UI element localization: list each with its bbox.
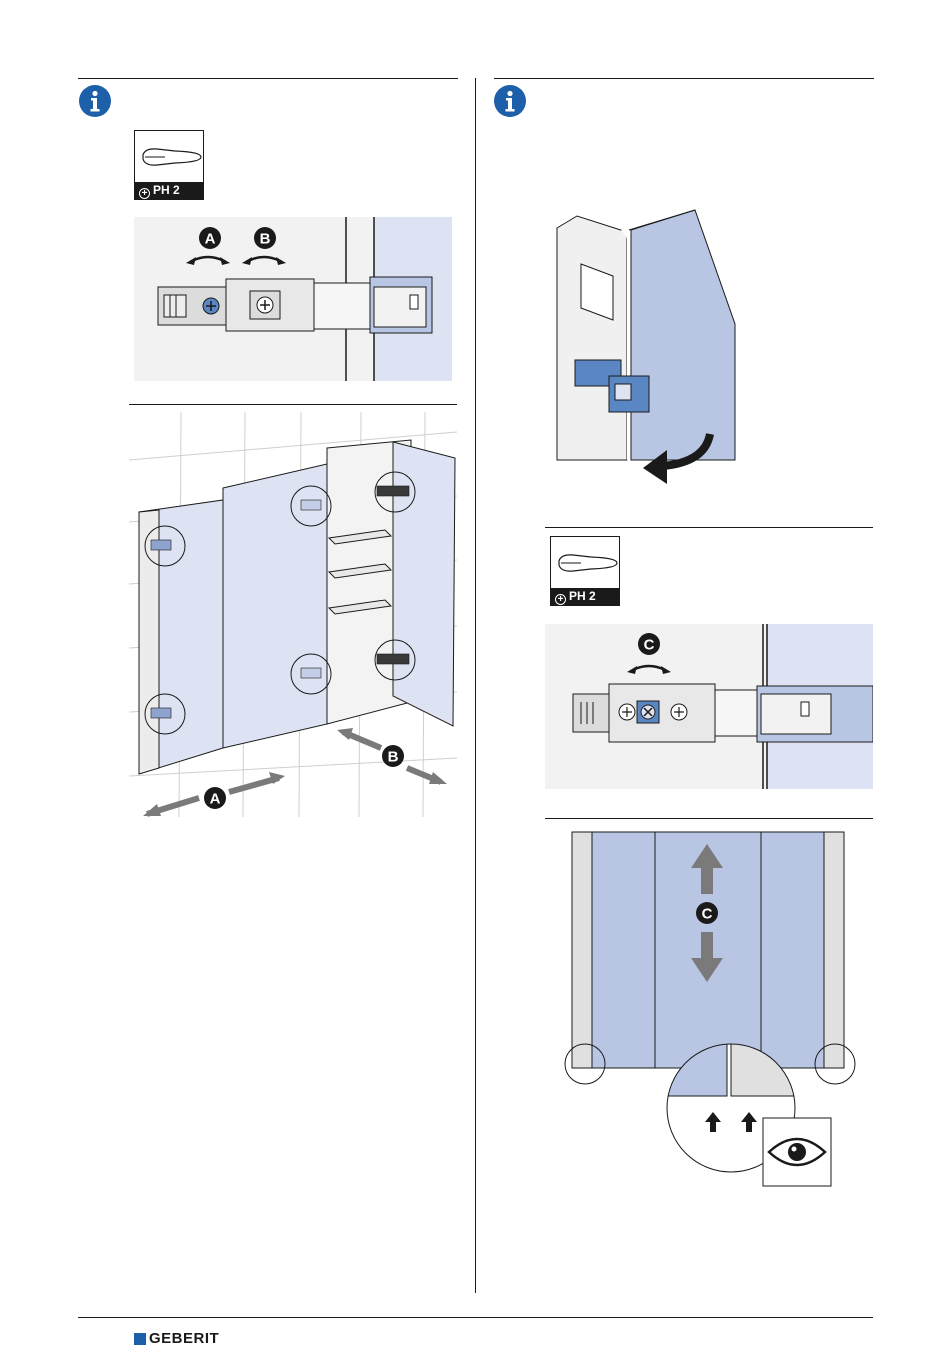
marker-a: A <box>210 791 221 808</box>
marker-b: B <box>388 749 399 766</box>
section-rule <box>545 818 873 819</box>
phillips-icon: + <box>139 188 150 199</box>
hinge-adjust-detail-c: C <box>545 624 873 789</box>
phillips-icon: + <box>555 594 566 605</box>
tool-label: +PH 2 <box>135 182 203 199</box>
screwdriver-tool-box: +PH 2 <box>134 130 204 200</box>
marker-b: B <box>260 231 271 248</box>
tool-label-text: PH 2 <box>569 589 596 603</box>
hinge-adjust-detail-ab: A B <box>134 217 452 381</box>
door-alignment-illustration: C <box>545 824 873 1188</box>
screwdriver-icon <box>551 537 619 587</box>
brand-name: GEBERIT <box>149 1331 219 1347</box>
screwdriver-tool-box: +PH 2 <box>550 536 620 606</box>
info-icon <box>493 84 527 118</box>
tool-label-text: PH 2 <box>153 183 180 197</box>
door-removal-illustration <box>555 208 740 490</box>
section-rule <box>129 404 457 405</box>
mirror-cabinet-illustration: A B <box>129 412 457 817</box>
top-rule-left <box>78 78 458 79</box>
marker-a: A <box>205 231 216 248</box>
marker-c: C <box>644 637 655 654</box>
tool-label: +PH 2 <box>551 588 619 605</box>
info-icon <box>78 84 112 118</box>
footer-rule <box>78 1317 873 1318</box>
section-rule <box>545 527 873 528</box>
screwdriver-icon <box>135 131 203 181</box>
marker-c: C <box>702 906 713 923</box>
brand-logo: GEBERIT <box>134 1331 219 1347</box>
column-divider <box>475 78 476 1293</box>
brand-square-icon <box>134 1333 146 1345</box>
top-rule-right <box>494 78 874 79</box>
